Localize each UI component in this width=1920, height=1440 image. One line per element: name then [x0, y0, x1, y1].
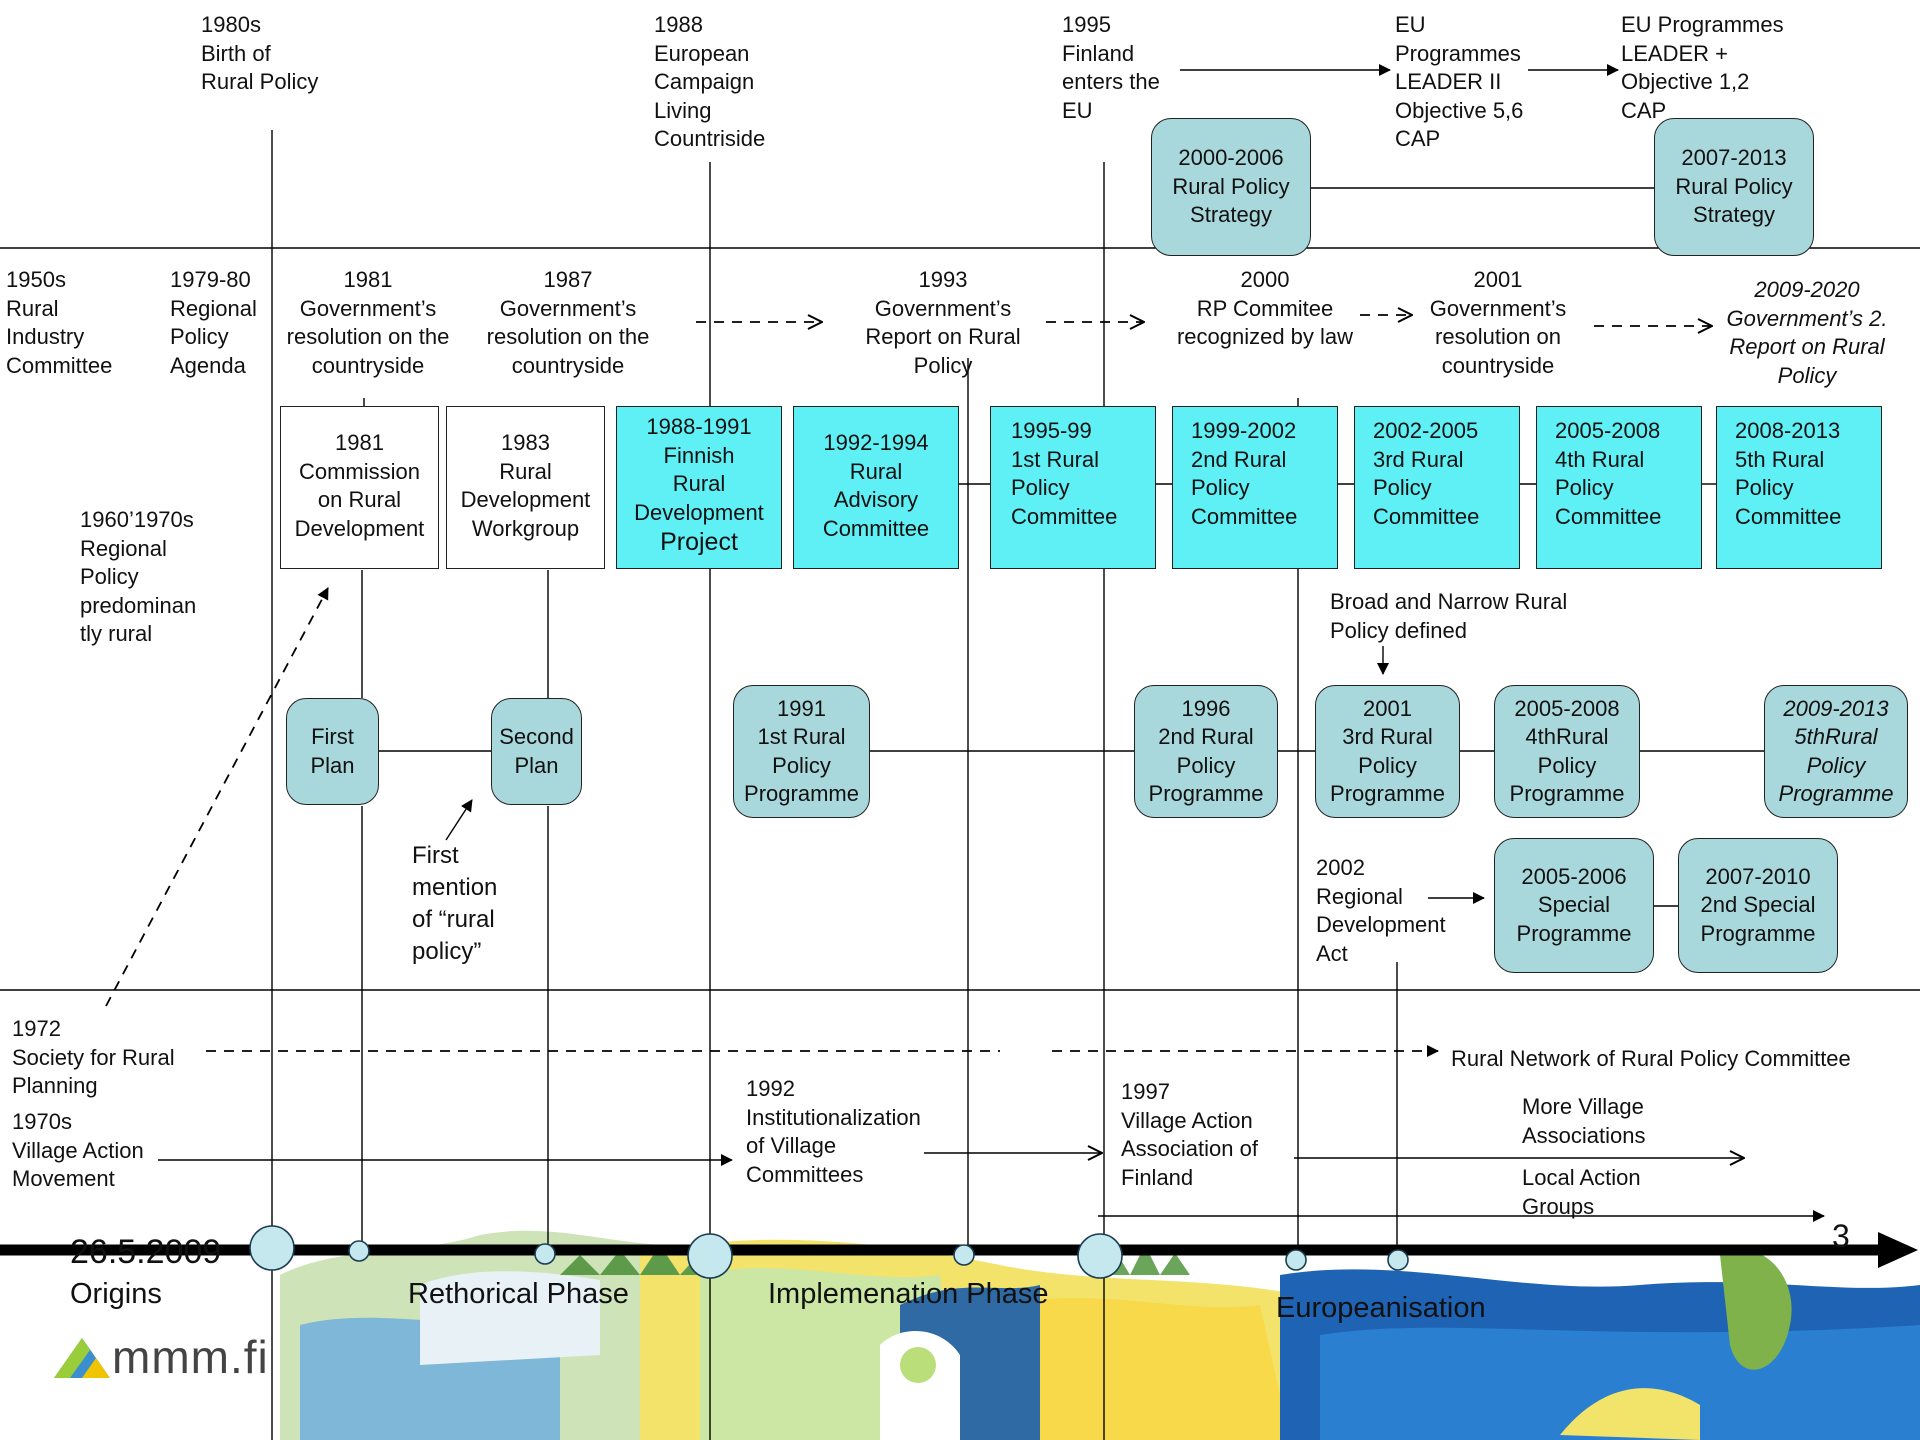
label-1979-80-regional-policy-agenda: 1979-80 Regional Policy Agenda: [170, 267, 257, 378]
label-eu-programmes-leader-plus: EU Programmes LEADER + Objective 1,2 CAP: [1621, 12, 1784, 123]
box-1995-99-1st-committee: 1995-99 1st Rural Policy Committee: [990, 406, 1156, 569]
box-1999-2002-2nd-committee: 1999-2002 2nd Rural Policy Committee: [1172, 406, 1338, 569]
box-2002-2005-3rd-committee: 2002-2005 3rd Rural Policy Committee: [1354, 406, 1520, 569]
box-2005-2008-4th-programme: 2005-2008 4thRural Policy Programme: [1494, 685, 1640, 818]
box-1983-workgroup: 1983 Rural Development Workgroup: [446, 406, 605, 569]
label-1997-village-action-association: 1997 Village Action Association of Finla…: [1121, 1079, 1258, 1190]
label-1993-government-report: 1993 Government’s Report on Rural Policy: [865, 267, 1021, 378]
phase-europeanisation: Europeanisation: [1276, 1292, 1486, 1324]
label-1970s-village-action-movement: 1970s Village Action Movement: [12, 1109, 144, 1191]
page-number: 3: [1832, 1218, 1850, 1254]
project-word: Project: [660, 528, 738, 556]
label-rural-network: Rural Network of Rural Policy Committee: [1451, 1046, 1851, 1071]
box-second-plan: Second Plan: [491, 698, 582, 805]
label-1980s-birth-of-rural-policy: 1980s Birth of Rural Policy: [201, 12, 319, 94]
label-1972-society-for-rural-planning: 1972 Society for Rural Planning: [12, 1016, 175, 1098]
label-2002-regional-development-act: 2002 Regional Development Act: [1316, 855, 1446, 966]
label-more-village-associations: More Village Associations: [1522, 1094, 1646, 1148]
box-1981-commission: 1981 Commission on Rural Development: [280, 406, 439, 569]
label-local-action-groups: Local Action Groups: [1522, 1165, 1641, 1219]
label-1995-finland-enters-eu: 1995 Finland enters the EU: [1062, 12, 1160, 123]
box-2001-3rd-programme: 2001 3rd Rural Policy Programme: [1315, 685, 1460, 818]
box-2005-2006-special-programme: 2005-2006 Special Programme: [1494, 838, 1654, 973]
label-broad-and-narrow-rural-policy: Broad and Narrow Rural Policy defined: [1330, 589, 1568, 643]
phase-implementation: Implemenation Phase: [768, 1278, 1049, 1310]
box-2007-2010-2nd-special-programme: 2007-2010 2nd Special Programme: [1678, 838, 1838, 973]
logo-text: mmm.fi: [112, 1331, 269, 1383]
label-1988-european-campaign: 1988 European Campaign Living Countrisid…: [654, 12, 766, 151]
label-1950s-rural-industry-committee: 1950s Rural Industry Committee: [6, 267, 113, 378]
label-2009-2020-government-report: 2009-2020 Government’s 2. Report on Rura…: [1726, 277, 1888, 388]
label-1960-1970s-regional-policy: 1960’1970s Regional Policy predominan tl…: [80, 507, 197, 646]
box-2008-2013-5th-committee: 2008-2013 5th Rural Policy Committee: [1716, 406, 1882, 569]
box-1991-1st-programme: 1991 1st Rural Policy Programme: [733, 685, 870, 818]
box-1996-2nd-programme: 1996 2nd Rural Policy Programme: [1134, 685, 1278, 818]
landscape-illustration: [0, 1215, 1920, 1440]
box-first-plan: First Plan: [286, 698, 379, 805]
label-1987-government-resolution: 1987 Government’s resolution on the coun…: [486, 267, 650, 378]
box-2005-2008-4th-committee: 2005-2008 4th Rural Policy Committee: [1536, 406, 1702, 569]
label-first-mention-of-rural-policy: First mention of “rural policy”: [412, 842, 498, 965]
box-2009-2013-5th-programme: 2009-2013 5thRural Policy Programme: [1764, 685, 1908, 818]
strategy-2000-2006: 2000-2006 Rural Policy Strategy: [1151, 118, 1311, 256]
label-1981-government-resolution: 1981 Government’s resolution on the coun…: [286, 267, 450, 378]
box-1992-1994-advisory-committee: 1992-1994 Rural Advisory Committee: [793, 406, 959, 569]
logo-mark-icon: [54, 1338, 110, 1378]
label-eu-programmes-leader-ii: EU Programmes LEADER II Objective 5,6 CA…: [1395, 12, 1524, 151]
label-2000-rp-committee-law: 2000 RP Commitee recognized by law: [1176, 267, 1354, 349]
box-1988-1991-finnish-rural-development-project: 1988-1991 Finnish Rural Development Proj…: [616, 406, 782, 569]
mmm-logo: mmm.fi: [52, 1330, 269, 1384]
label-2001-government-resolution: 2001 Government’s resolution on countrys…: [1429, 267, 1567, 378]
label-1992-institutionalization: 1992 Institutionalization of Village Com…: [746, 1076, 921, 1187]
phase-rethorical: Rethorical Phase: [408, 1278, 629, 1310]
phase-origins: Origins: [70, 1278, 162, 1310]
date-label: 26.5.2009: [70, 1233, 222, 1271]
project-lines: 1988-1991 Finnish Rural Development: [634, 414, 764, 525]
strategy-2007-2013: 2007-2013 Rural Policy Strategy: [1654, 118, 1814, 256]
